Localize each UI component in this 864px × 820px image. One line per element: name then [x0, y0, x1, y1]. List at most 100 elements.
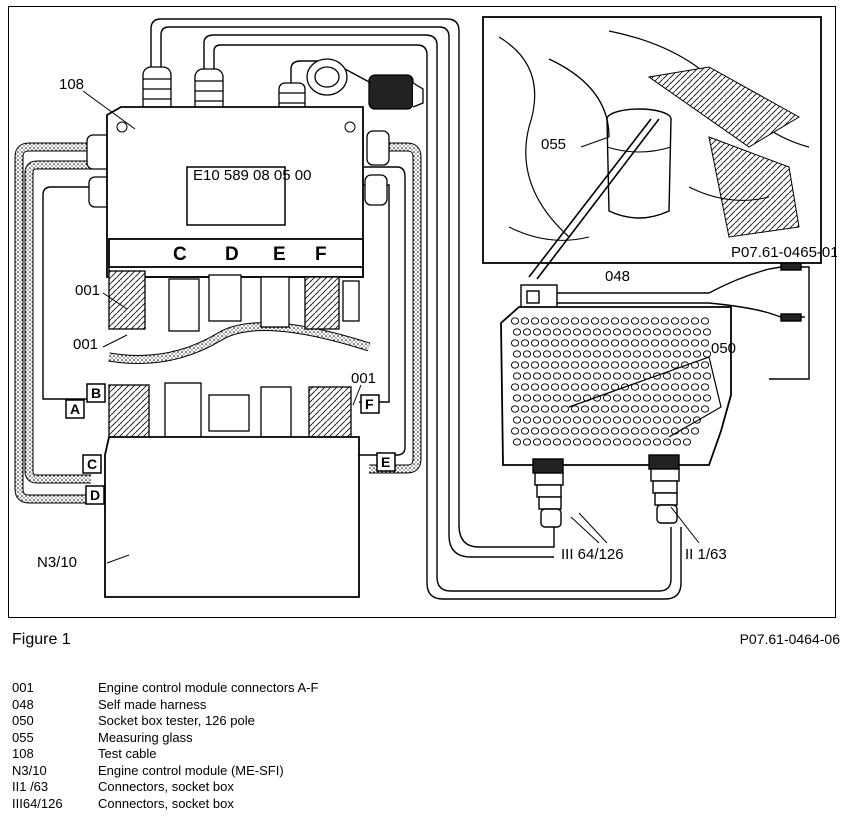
socket-pin [622, 328, 632, 336]
socket-pin [522, 328, 532, 336]
socket-pin [562, 328, 572, 336]
socket-pin [640, 339, 650, 347]
socket-pin [702, 394, 712, 402]
socket-pin [682, 350, 692, 358]
socket-pin [622, 438, 632, 446]
socket-pin [672, 416, 682, 424]
socket-pin [642, 438, 652, 446]
socket-pin [522, 438, 532, 446]
socket-pin [620, 317, 630, 325]
label-ecm-connectors-mid: 001 [73, 336, 98, 353]
socket-pin [570, 317, 580, 325]
socket-pin [512, 328, 522, 336]
socket-pin [532, 350, 542, 358]
socket-pin [552, 416, 562, 424]
label-socket-box: 050 [711, 340, 736, 357]
socket-pin [512, 372, 522, 380]
socket-pin [670, 339, 680, 347]
module-plate-code: E10 589 08 05 00 [193, 167, 311, 184]
socket-pin [632, 394, 642, 402]
socket-pin [612, 350, 622, 358]
socket-pin [562, 438, 572, 446]
boxed-letter-b: B [91, 385, 101, 401]
socket-pin [602, 394, 612, 402]
socket-pin [572, 350, 582, 358]
socket-pin [552, 350, 562, 358]
socket-pin [590, 405, 600, 413]
figure-caption: Figure 1 [12, 631, 71, 648]
socket-pin [610, 317, 620, 325]
socket-pin [660, 405, 670, 413]
socket-pin [560, 405, 570, 413]
connector-strip-e: E [273, 244, 286, 265]
socket-pin [700, 361, 710, 369]
socket-pin [540, 427, 550, 435]
socket-pin [580, 405, 590, 413]
inset-code: P07.61-0465-01 [731, 244, 837, 261]
socket-pin [530, 317, 540, 325]
legend-code: 108 [12, 746, 34, 761]
socket-pin [640, 427, 650, 435]
socket-pin [510, 339, 520, 347]
socket-pin [550, 427, 560, 435]
socket-pin [522, 394, 532, 402]
socket-pin [652, 416, 662, 424]
legend-text: Self made harness [98, 696, 207, 712]
socket-pin [532, 394, 542, 402]
socket-pin [570, 383, 580, 391]
socket-pin [662, 416, 672, 424]
socket-pin [592, 328, 602, 336]
socket-pin [512, 416, 522, 424]
leader-lines [82, 90, 700, 564]
socket-pin [530, 427, 540, 435]
socket-pin [522, 350, 532, 358]
connector-strip-c: C [173, 244, 187, 265]
socket-pin [570, 405, 580, 413]
socket-pin [630, 405, 640, 413]
socket-pin [682, 416, 692, 424]
socket-pin [530, 339, 540, 347]
boxed-letter-a: A [70, 401, 80, 417]
socket-pin [622, 350, 632, 358]
label-measuring-glass: 055 [541, 136, 566, 153]
socket-pin [642, 328, 652, 336]
socket-pin [610, 361, 620, 369]
label-harness: 048 [605, 268, 630, 285]
socket-pin [660, 339, 670, 347]
socket-pin [662, 394, 672, 402]
socket-pin [540, 317, 550, 325]
socket-pin [700, 339, 710, 347]
socket-pin [632, 372, 642, 380]
socket-pin [590, 383, 600, 391]
socket-pin [540, 383, 550, 391]
socket-pin [610, 427, 620, 435]
socket-pin [622, 372, 632, 380]
socket-pin [630, 317, 640, 325]
socket-pin [700, 317, 710, 325]
socket-pin [632, 350, 642, 358]
socket-pin [512, 350, 522, 358]
socket-pin [560, 361, 570, 369]
boxed-letter-e: E [381, 454, 390, 470]
socket-box-tester [500, 306, 732, 466]
socket-pin [550, 383, 560, 391]
socket-pin [680, 405, 690, 413]
legend-code: 055 [12, 729, 34, 745]
socket-pin [650, 361, 660, 369]
socket-pin [702, 372, 712, 380]
socket-pin [510, 317, 520, 325]
socket-pin [702, 328, 712, 336]
socket-pin [520, 383, 530, 391]
socket-pin [632, 416, 642, 424]
socket-pin [592, 416, 602, 424]
socket-pin [662, 350, 672, 358]
socket-pin [550, 405, 560, 413]
socket-pin [640, 361, 650, 369]
socket-pin [542, 350, 552, 358]
socket-pin [560, 383, 570, 391]
socket-pin [662, 328, 672, 336]
socket-pin [582, 416, 592, 424]
